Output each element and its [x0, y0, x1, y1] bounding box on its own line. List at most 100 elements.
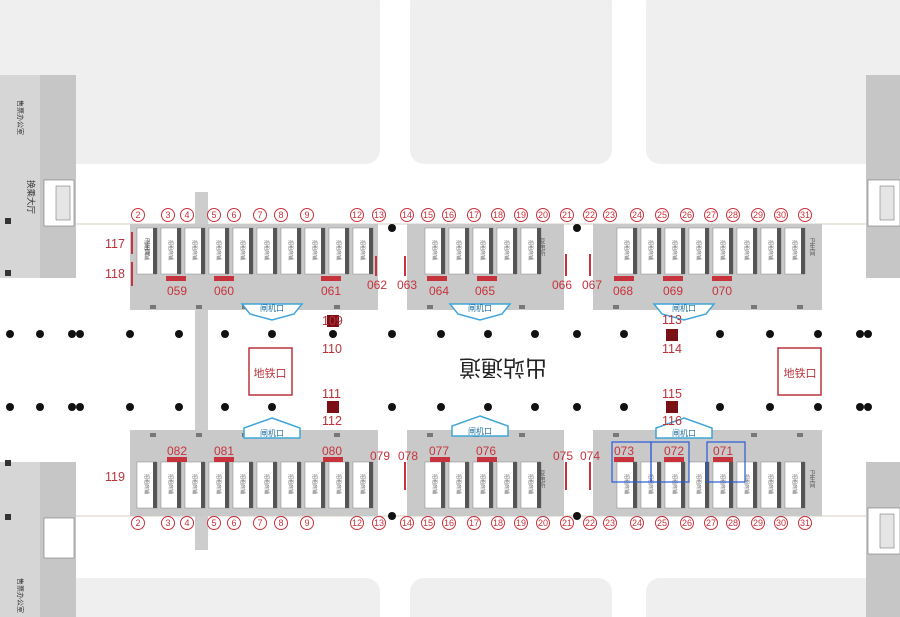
- pillar-dot: [388, 403, 396, 411]
- city-block: [646, 0, 900, 164]
- ticket-office-label-bottom: 售票办公室: [16, 578, 25, 613]
- shop-cell-label: 招租商铺: [263, 240, 270, 260]
- pillar-dots: [6, 224, 872, 520]
- column-number-bottom: 19: [514, 516, 528, 530]
- shop-cell-wall: [537, 228, 541, 274]
- pillar-dot: [766, 403, 774, 411]
- block-mark: [519, 433, 525, 437]
- shop-cell-label: 招租商铺: [191, 474, 198, 494]
- column-number-top: 2: [131, 208, 145, 222]
- shop-cell-label: 招租商铺: [431, 474, 438, 494]
- shop-cell-wall: [753, 462, 757, 508]
- booth-number-066: 066: [552, 278, 573, 292]
- column-number-bottom: 16: [442, 516, 456, 530]
- shop-cell-wall: [177, 228, 181, 274]
- pillar-dot: [573, 224, 581, 232]
- shop-cell-label: 招租商铺: [527, 474, 534, 494]
- shop-cell-wall: [729, 228, 733, 274]
- shop-cell-wall: [441, 462, 445, 508]
- pillar-dot: [76, 330, 84, 338]
- column-number-top: 31: [798, 208, 812, 222]
- highlight-box-072: [650, 441, 690, 483]
- pillar-dot: [329, 330, 337, 338]
- column-number-top: 24: [630, 208, 644, 222]
- column-number-top: 7: [253, 208, 267, 222]
- booth-number-069: 069: [663, 284, 684, 298]
- shop-cell-wall: [153, 462, 157, 508]
- pillar-dot: [221, 330, 229, 338]
- shop-cell-wall: [657, 462, 661, 508]
- pillar-dot: [864, 330, 872, 338]
- column-number-bottom: 20: [536, 516, 550, 530]
- transfer-hall-label: 换乘大厅: [26, 180, 36, 215]
- shop-cell-wall: [777, 462, 781, 508]
- right-building-bottom: [866, 462, 900, 617]
- pillar-dot: [126, 330, 134, 338]
- pillar-dot: [814, 403, 822, 411]
- shop-cell-wall: [681, 228, 685, 274]
- pillar-dot: [484, 330, 492, 338]
- shop-cell-label: 招租商铺: [167, 240, 174, 260]
- booth-marker: [664, 457, 684, 462]
- gate-arrow: [652, 303, 716, 321]
- shop-cell-wall: [369, 462, 373, 508]
- shop-cell-label: 招租商铺: [335, 240, 342, 260]
- shop-cell-label: 招租商铺: [455, 240, 462, 260]
- shop-cell-label: 招租商铺: [695, 474, 702, 494]
- pillar-number-111: 111: [322, 387, 342, 401]
- booth-marker: [713, 457, 733, 462]
- shop-cell-label: 招租商铺: [623, 240, 630, 260]
- column-number-bottom: 2: [131, 516, 145, 530]
- column-number-top: 25: [655, 208, 669, 222]
- column-number-bottom: 15: [421, 516, 435, 530]
- column-number-top: 8: [274, 208, 288, 222]
- booth-number-061: 061: [321, 284, 342, 298]
- pillar-dot: [716, 403, 724, 411]
- booth-number-064: 064: [429, 284, 450, 298]
- shop-cell-wall: [201, 462, 205, 508]
- shop-cell-wall: [345, 228, 349, 274]
- shop-cell-wall: [657, 228, 661, 274]
- shop-cell-label: 招租商铺: [671, 474, 678, 494]
- shop-cell-label: 招租商铺: [503, 474, 510, 494]
- gate-label: 闸机口: [260, 303, 284, 313]
- column-number-bottom: 27: [704, 516, 718, 530]
- shop-cell-wall: [705, 228, 709, 274]
- shop-cell-label: 招租商铺: [359, 240, 366, 260]
- column-number-bottom: 26: [680, 516, 694, 530]
- column-number-top: 12: [350, 208, 364, 222]
- shop-cell-label: 招租商铺: [335, 474, 342, 494]
- city-block: [0, 0, 380, 164]
- block-mark: [797, 305, 803, 309]
- pillar-dot: [716, 330, 724, 338]
- pillar-dot: [76, 403, 84, 411]
- booth-number-078: 078: [398, 449, 419, 463]
- booth-number-062: 062: [367, 278, 388, 292]
- pillar-dot: [68, 330, 76, 338]
- shop-cell-wall: [753, 228, 757, 274]
- shop-cell-wall: [537, 462, 541, 508]
- pillar-dot: [620, 403, 628, 411]
- shop-cell-label: 招租商铺: [791, 240, 798, 260]
- shop-cell-wall: [249, 228, 253, 274]
- column-number-bottom: 18: [491, 516, 505, 530]
- shop-cell-label: 招租商铺: [167, 474, 174, 494]
- restroom-label: 卫生间: [143, 238, 149, 256]
- pillar-highlight: [666, 401, 678, 413]
- pillar-dot: [531, 330, 539, 338]
- column-number-top: 14: [400, 208, 414, 222]
- block-mark: [334, 433, 340, 437]
- side-number-118: 118: [105, 267, 125, 281]
- shop-cell-label: 招租商铺: [287, 240, 294, 260]
- right-building-top: [866, 75, 900, 278]
- shop-cell-label: 招租商铺: [671, 240, 678, 260]
- column-number-bottom: 28: [726, 516, 740, 530]
- shop-cell-wall: [153, 228, 157, 274]
- shop-cell-wall: [489, 462, 493, 508]
- booth-marker: [321, 276, 341, 281]
- pillar-dot: [856, 403, 864, 411]
- column-number-bottom: 4: [180, 516, 194, 530]
- city-block: [410, 578, 612, 617]
